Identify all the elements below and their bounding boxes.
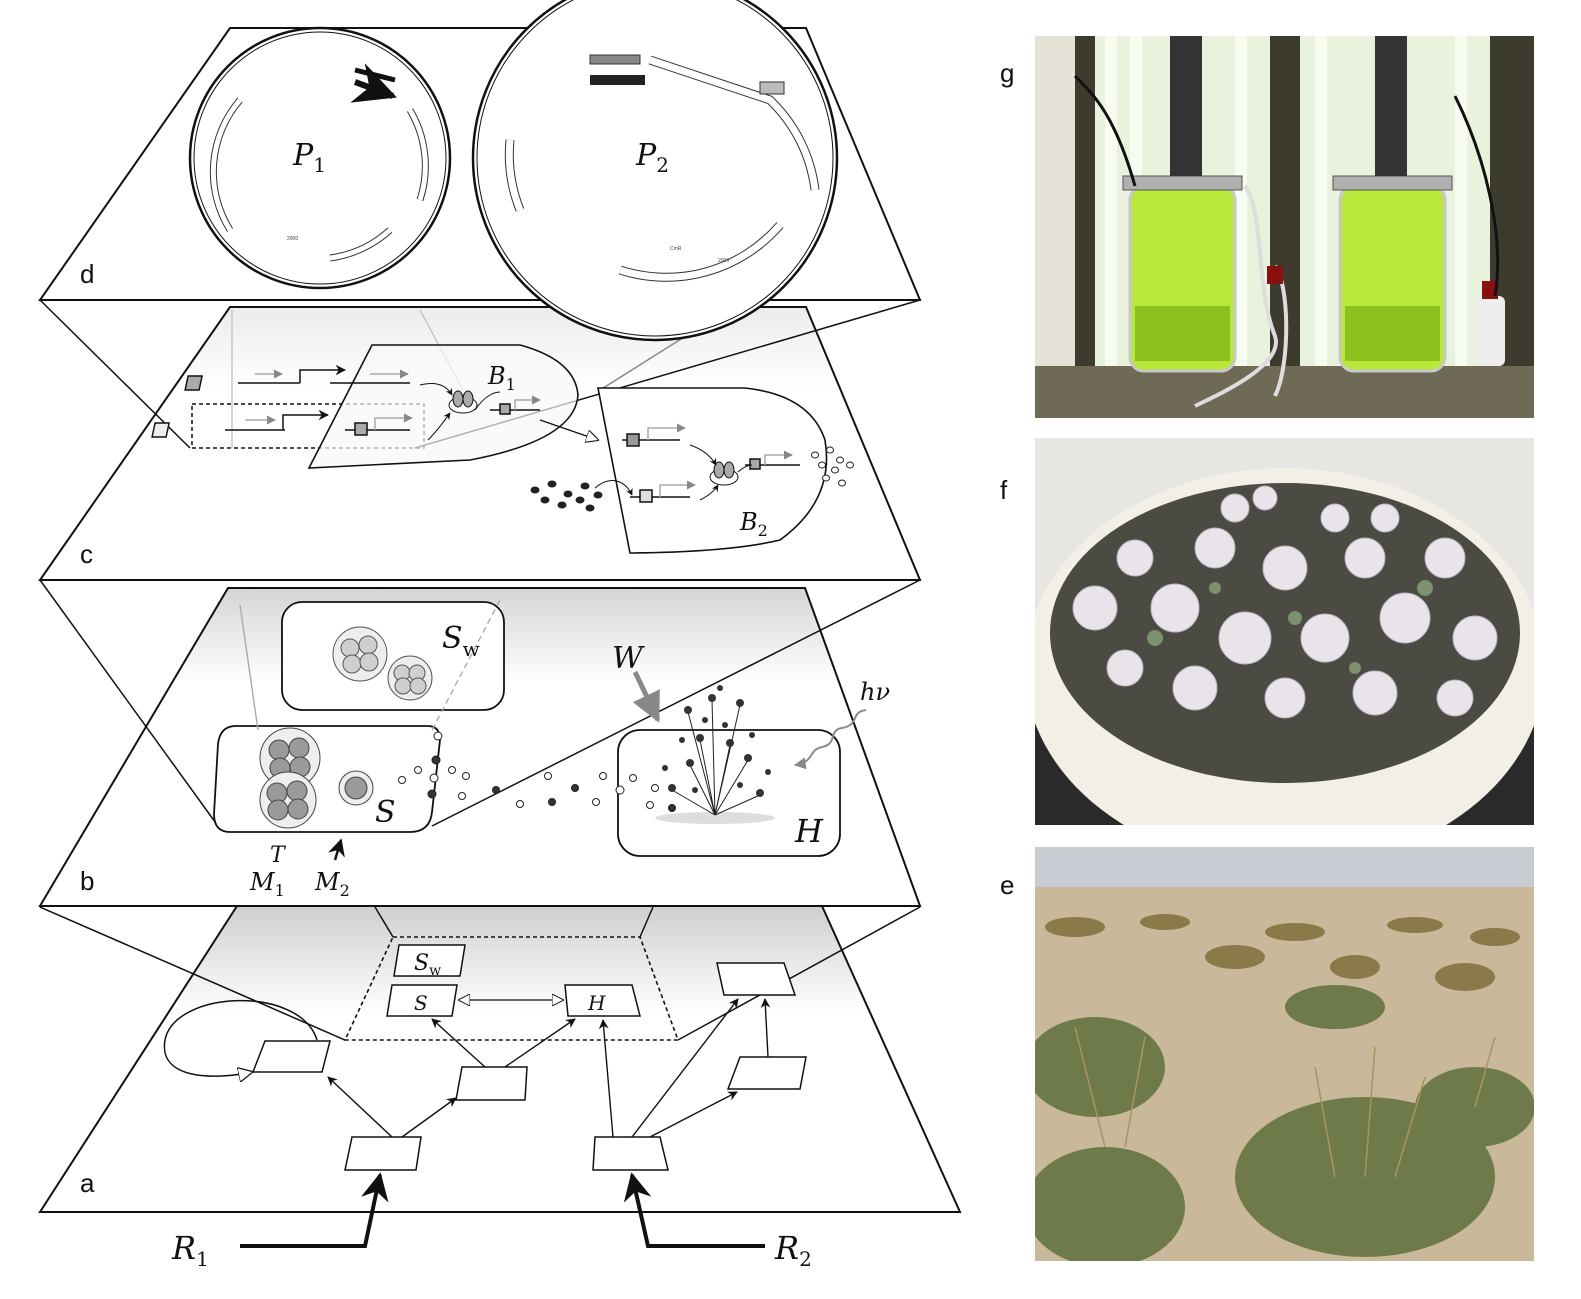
panel-a-letter: a bbox=[80, 1168, 95, 1198]
layer-a: Sw S H R1 R2 a bbox=[38, 905, 962, 1271]
b2-label: B bbox=[739, 508, 758, 536]
panel-b-letter: b bbox=[80, 866, 94, 896]
photo-bioreactors bbox=[1035, 36, 1534, 418]
r2-label: R bbox=[774, 1229, 799, 1267]
m1-label: M bbox=[249, 868, 276, 896]
gene-constructs-b2 bbox=[622, 423, 800, 503]
s-label: S bbox=[375, 795, 396, 830]
t-label: T bbox=[270, 843, 287, 868]
layer-d: 2000 P1 CmR 2000 P2 d bbox=[38, 0, 922, 342]
svg-text:P2: P2 bbox=[635, 138, 669, 177]
layer-a-plane bbox=[38, 905, 962, 1213]
node-s bbox=[386, 984, 458, 1017]
svg-text:M1: M1 bbox=[249, 868, 285, 900]
layer-a-module bbox=[343, 936, 680, 1041]
metabolite-dots-b2 bbox=[530, 446, 854, 512]
p1-tick-label: 2000 bbox=[287, 236, 298, 242]
p2-label: P bbox=[635, 138, 657, 173]
panel-f-letter: f bbox=[1000, 475, 1008, 505]
panel-g-letter: g bbox=[1000, 58, 1015, 88]
hv-label: hν bbox=[860, 678, 890, 706]
svg-text:Sw: Sw bbox=[442, 621, 480, 661]
gene-constructs-b1 bbox=[151, 364, 541, 438]
node-left-loop bbox=[251, 1040, 331, 1073]
panel-d-letter: d bbox=[80, 259, 94, 289]
svg-text:B2: B2 bbox=[739, 508, 768, 540]
panel-e-letter: e bbox=[1000, 870, 1015, 900]
layer-c: B1 bbox=[38, 299, 922, 581]
b1-cell bbox=[307, 344, 579, 469]
sw-compartment bbox=[281, 601, 505, 711]
exchange-dots bbox=[398, 731, 676, 812]
node-right-top bbox=[716, 962, 797, 996]
node-r1 bbox=[344, 1136, 422, 1171]
w-label: W bbox=[612, 641, 645, 676]
photo-steppe bbox=[1035, 847, 1534, 1261]
node-mid bbox=[455, 1066, 528, 1101]
s-compartment bbox=[213, 725, 441, 833]
a-s-label: S bbox=[414, 991, 428, 1015]
svg-text:Sw: Sw bbox=[414, 951, 441, 979]
layer-b: Sw S H bbox=[38, 579, 922, 907]
panel-c-letter: c bbox=[80, 539, 93, 569]
b2-cell bbox=[597, 387, 828, 554]
node-h bbox=[564, 984, 641, 1017]
b1-label: B bbox=[487, 362, 506, 390]
node-sw bbox=[393, 944, 466, 977]
a-sw-label: S bbox=[414, 951, 429, 976]
sw-label: S bbox=[442, 621, 463, 656]
node-r2 bbox=[592, 1136, 669, 1171]
ribosome-b2 bbox=[594, 444, 753, 501]
svg-text:R1: R1 bbox=[171, 1229, 209, 1271]
photo-biocrust bbox=[1035, 438, 1534, 825]
svg-text:R2: R2 bbox=[774, 1229, 812, 1271]
r1-label: R bbox=[171, 1229, 196, 1267]
sw-cells bbox=[332, 626, 433, 701]
ribosome-b1 bbox=[419, 382, 501, 441]
layered-diagram: Sw S H R1 R2 a bbox=[38, 0, 962, 1271]
s-cells bbox=[259, 727, 374, 829]
a-h-label: H bbox=[587, 991, 606, 1015]
svg-text:P1: P1 bbox=[292, 138, 326, 177]
svg-text:M2: M2 bbox=[314, 868, 350, 900]
svg-text:B1: B1 bbox=[487, 362, 516, 394]
p2-tick-label: 2000 bbox=[718, 258, 729, 264]
plasmid-p1: 2000 P1 bbox=[188, 26, 452, 290]
m2-label: M bbox=[314, 868, 341, 896]
p2-cmr-label: CmR bbox=[670, 246, 682, 252]
p1-label: P bbox=[292, 138, 314, 173]
shrub-illustration bbox=[655, 685, 775, 824]
h-label: H bbox=[794, 812, 824, 850]
node-right-mid bbox=[726, 1056, 807, 1090]
plasmid-p2: CmR 2000 P2 bbox=[471, 0, 839, 342]
